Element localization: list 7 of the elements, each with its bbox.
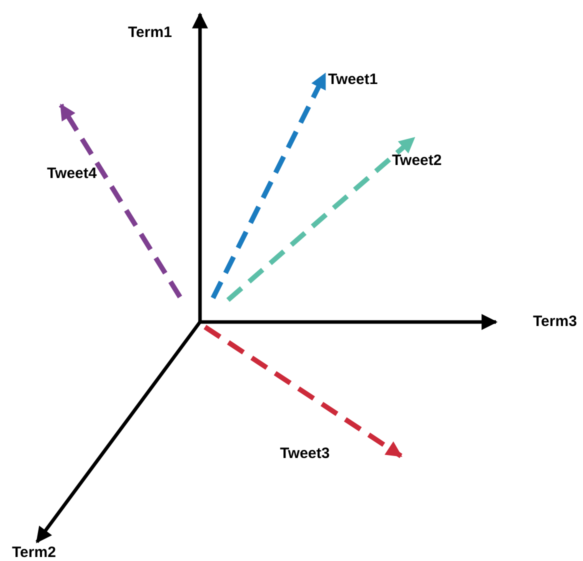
- axis-label: Tweet3: [280, 445, 330, 463]
- axis-label: Tweet2: [392, 152, 442, 170]
- axis-label: Tweet1: [328, 71, 378, 89]
- axis-label: Term3: [533, 313, 577, 331]
- axis-label: Term2: [12, 544, 56, 561]
- axis-label: Term1: [128, 24, 172, 42]
- axis-label: Tweet4: [47, 165, 97, 183]
